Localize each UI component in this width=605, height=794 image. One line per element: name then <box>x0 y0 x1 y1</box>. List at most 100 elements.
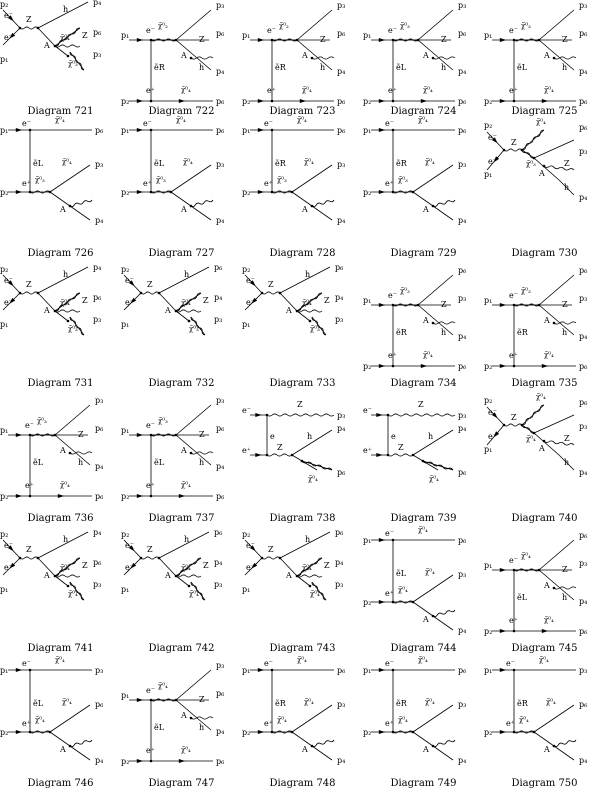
vertex-dot <box>139 556 143 560</box>
label-t: Z <box>82 31 88 40</box>
vertex-dot <box>68 451 72 455</box>
caption-prefix: Diagram <box>390 248 435 259</box>
label-f1: p₆ <box>93 293 101 302</box>
label-c2: χ̃⁰₄ <box>310 589 320 598</box>
label-in2: p₂ <box>0 728 8 737</box>
label-m: A <box>180 711 187 720</box>
label-topc: χ̃⁰₄ <box>55 655 65 664</box>
label-s: Z <box>147 545 153 554</box>
diagram-caption: Diagram 728 <box>242 248 363 259</box>
arrow-icon <box>15 494 23 498</box>
vertex-dot <box>66 54 70 58</box>
vertex-dot <box>552 56 556 60</box>
label-pr: ẽL <box>154 458 165 467</box>
label-ea: e⁻ <box>264 659 273 668</box>
label-f2: p₄ <box>458 67 466 76</box>
vertex-dot <box>295 38 299 42</box>
neutralino-line <box>412 574 454 603</box>
vertex-dot <box>149 698 153 702</box>
diagram-caption: Diagram 743 <box>242 643 363 654</box>
label-s: Z <box>441 35 447 44</box>
label-eb: e⁺ <box>385 589 394 598</box>
label-s: Z <box>277 443 283 452</box>
vertex-dot <box>28 494 32 498</box>
vertex-dot <box>537 303 541 307</box>
caption-number: 738 <box>313 513 336 524</box>
label-in2: p₂ <box>242 97 250 106</box>
label-c2: χ̃⁰₄ <box>60 480 70 489</box>
vertex-dot <box>18 291 22 295</box>
neutralino-line <box>291 164 333 193</box>
caption-prefix: Diagram <box>511 378 556 389</box>
label-c1: χ̃⁰₃ <box>398 175 408 184</box>
vertex-dot <box>431 204 435 208</box>
neutralino-core-line <box>422 460 454 471</box>
arrow-icon <box>136 99 144 103</box>
label-s: Z <box>199 35 205 44</box>
arrow-icon <box>541 629 549 633</box>
label-top: p₃ <box>579 666 587 675</box>
vertex-dot <box>28 668 32 672</box>
vertex-dot <box>431 321 435 325</box>
vertex-dot <box>411 600 415 604</box>
caption-number: 743 <box>313 643 336 654</box>
arrow-icon <box>136 128 144 132</box>
neutralino-line <box>296 9 333 41</box>
label-f2: p₄ <box>337 756 345 765</box>
vertex-dot <box>300 459 304 463</box>
label-f1: p₃ <box>458 294 466 303</box>
neutralino-core-line <box>190 581 206 601</box>
label-c2: χ̃⁰₃ <box>68 59 78 68</box>
neutralino-line <box>538 274 575 306</box>
diagram-caption: Diagram 740 <box>484 513 605 524</box>
vertex-dot <box>265 413 269 417</box>
neutralino-core-line <box>521 149 535 159</box>
label-pr: ẽL <box>33 159 44 168</box>
label-h: h <box>305 535 310 544</box>
label-f1: p₆ <box>216 424 224 433</box>
label-f3: p₆ <box>214 528 222 537</box>
arrow-icon <box>299 99 307 103</box>
label-f1: p₆ <box>216 689 224 698</box>
label-ea: e⁻ <box>125 276 134 285</box>
caption-prefix: Diagram <box>148 778 193 789</box>
arrow-icon <box>378 668 386 672</box>
vertex-dot <box>290 190 294 194</box>
label-in2: p₁ <box>121 585 129 594</box>
vertex-dot <box>290 453 294 457</box>
label-eb: e⁺ <box>146 481 155 490</box>
label-in1: p₂ <box>242 530 250 539</box>
vertex-dot <box>265 453 269 457</box>
label-ea: e⁻ <box>385 529 394 538</box>
z-line <box>553 739 577 747</box>
caption-prefix: Diagram <box>390 778 435 789</box>
label-f1: p₆ <box>93 558 101 567</box>
neutralino-line <box>175 404 212 436</box>
label-top: p₆ <box>337 666 345 675</box>
label-ea: e⁻ <box>506 659 515 668</box>
label-f3: p₆ <box>214 263 222 272</box>
label-pr: e <box>270 432 275 441</box>
a-line <box>175 434 212 466</box>
arrow-icon <box>251 562 258 569</box>
arrow-icon <box>491 137 498 144</box>
z-line <box>175 309 202 313</box>
diagram-caption: Diagram 738 <box>242 513 363 524</box>
label-s: Z <box>511 413 517 422</box>
arrow-icon <box>378 600 386 604</box>
label-pr: ẽL <box>517 593 528 602</box>
label-c1: χ̃⁰₂ <box>158 21 168 30</box>
arrow-icon <box>499 668 507 672</box>
label-h: h <box>199 723 204 732</box>
diagram-caption: Diagram 726 <box>0 248 121 259</box>
vertex-dot <box>53 433 57 437</box>
label-eb: e⁺ <box>267 86 276 95</box>
vertex-dot <box>512 568 516 572</box>
neutralino-core-line <box>296 557 323 577</box>
